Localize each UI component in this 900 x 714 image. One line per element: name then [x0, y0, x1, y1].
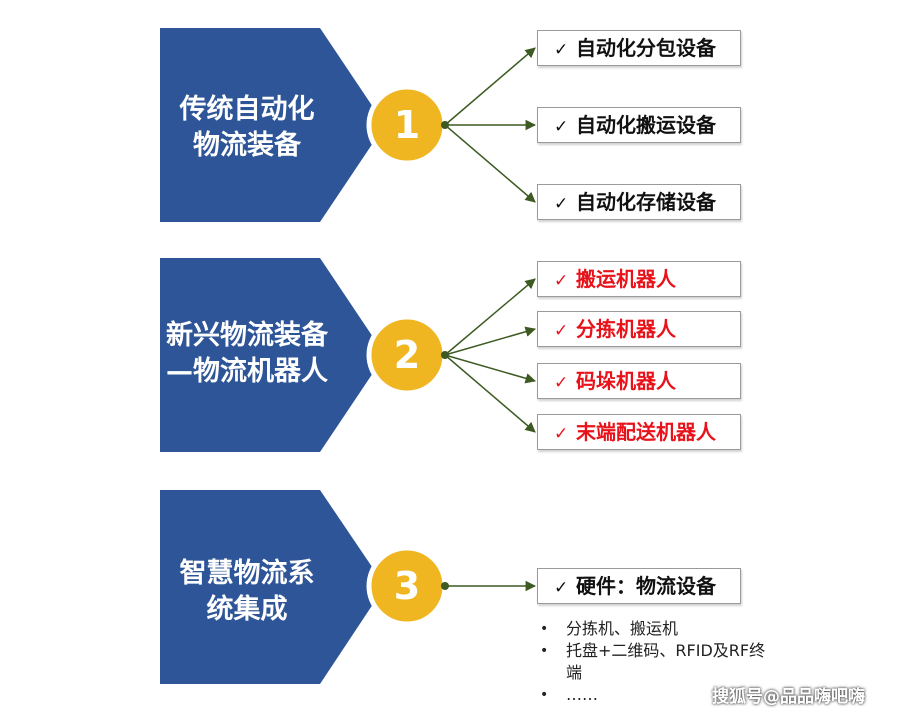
bullet-item: • 分拣机、搬运机 [540, 618, 780, 640]
item-label: 分拣机器人 [576, 317, 676, 341]
section-title-line: 传统自动化 [179, 94, 315, 125]
section-3-title: 智慧物流系 统集成 [152, 556, 342, 628]
bullet-icon: • [540, 621, 549, 637]
item-label: 自动化存储设备 [576, 190, 716, 214]
item-box: ✓ 自动化分包设备 [537, 30, 741, 66]
connector-dot [441, 351, 449, 359]
section-title-line: 物流装备 [193, 130, 301, 161]
section-title-line: 智慧物流系 [179, 558, 315, 589]
connectors-section-1 [444, 47, 537, 203]
badge-number-2: 2 [393, 333, 421, 377]
section-title-line: —物流机器人 [166, 356, 328, 387]
item-box: ✓ 自动化搬运设备 [537, 107, 741, 143]
pentagon-section-2 [160, 258, 385, 452]
item-label: 搬运机器人 [576, 267, 676, 291]
item-label: 末端配送机器人 [576, 420, 716, 444]
bullet-text: 托盘+二维码、RFID及RF终端 [566, 641, 766, 682]
item-label: 硬件：物流设备 [576, 574, 716, 598]
checkmark-icon: ✓ [554, 194, 569, 214]
connector-line [444, 326, 537, 356]
item-box: ✓ 硬件：物流设备 [537, 568, 741, 604]
connector-dot [441, 582, 449, 590]
badge-number-3: 3 [393, 564, 421, 608]
item-label: 自动化分包设备 [576, 36, 716, 60]
checkmark-icon: ✓ [554, 321, 569, 341]
connector-line [444, 278, 536, 356]
checkmark-icon: ✓ [554, 424, 569, 444]
bullet-text: …… [566, 685, 598, 704]
pentagon-section-1 [160, 28, 385, 222]
section-2-title: 新兴物流装备 —物流机器人 [152, 318, 342, 390]
section-title-line: 统集成 [206, 594, 288, 625]
item-box: ✓ 码垛机器人 [537, 363, 741, 399]
item-label: 码垛机器人 [576, 369, 676, 393]
section-title-line: 新兴物流装备 [166, 320, 328, 351]
item-box: ✓ 分拣机器人 [537, 311, 741, 347]
item-box: ✓ 末端配送机器人 [537, 414, 741, 450]
checkmark-icon: ✓ [554, 117, 569, 137]
connector-line [444, 354, 536, 433]
item-box: ✓ 搬运机器人 [537, 261, 741, 297]
section-1-title: 传统自动化 物流装备 [152, 92, 342, 164]
bullet-text: 分拣机、搬运机 [566, 619, 679, 638]
bullet-icon: • [540, 687, 549, 703]
bullet-list: • 分拣机、搬运机 • 托盘+二维码、RFID及RF终端 • …… [540, 618, 780, 706]
bullet-icon: • [540, 643, 549, 659]
badge-number-1: 1 [393, 103, 421, 147]
bullet-item: • 托盘+二维码、RFID及RF终端 [540, 640, 780, 684]
item-label: 自动化搬运设备 [576, 113, 716, 137]
pentagon-section-3 [160, 490, 385, 684]
item-box: ✓ 自动化存储设备 [537, 184, 741, 220]
checkmark-icon: ✓ [554, 578, 569, 598]
connector-dot [441, 121, 449, 129]
checkmark-icon: ✓ [554, 271, 569, 291]
connectors-section-2 [444, 278, 537, 433]
checkmark-icon: ✓ [554, 40, 569, 60]
checkmark-icon: ✓ [554, 373, 569, 393]
bullet-item: • …… [540, 684, 780, 706]
connector-line [444, 124, 536, 203]
watermark: 搜狐号@品品嗨吧嗨 [712, 687, 865, 707]
connector-line [444, 354, 537, 384]
connector-line [444, 47, 536, 126]
